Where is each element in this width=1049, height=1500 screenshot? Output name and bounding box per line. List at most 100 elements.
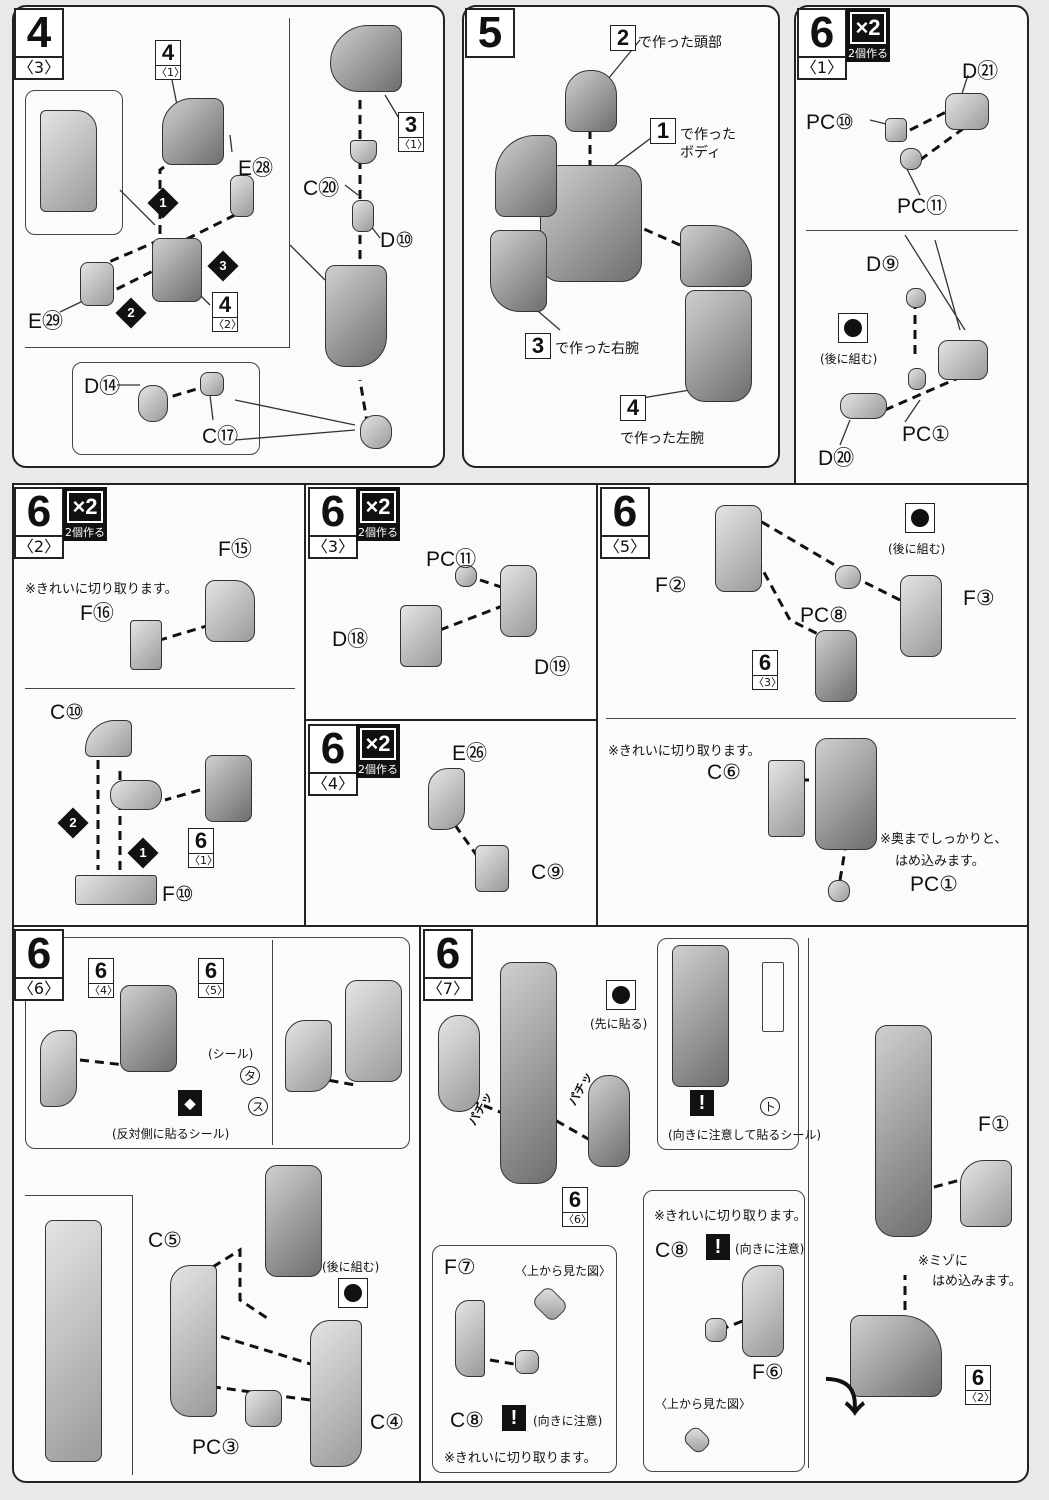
part-shape: [715, 505, 762, 592]
sticker-su: ス: [248, 1097, 269, 1116]
part-shape: [672, 945, 729, 1087]
sticker-to: ト: [760, 1097, 781, 1116]
part-shape: [428, 768, 465, 830]
part-shape: [310, 1320, 362, 1467]
part-shape: [565, 70, 617, 132]
make-count: 2個作る: [358, 526, 398, 539]
marker-number: 2: [69, 815, 77, 830]
part-label: E㉙: [28, 310, 64, 333]
part-label: PC①: [902, 423, 950, 446]
step-header: 4〈3〉: [14, 8, 64, 80]
ref-number: 6: [966, 1366, 990, 1391]
assemble-later-icon: [338, 1278, 368, 1308]
part-shape: [162, 98, 224, 165]
apply-first-icon: [606, 980, 636, 1010]
subassembly-frame: [25, 688, 295, 690]
ref-number: 6: [89, 959, 113, 984]
part-label: C⑰: [202, 425, 239, 448]
ref-sub: 〈3〉: [753, 676, 782, 689]
cut-note: ※きれいに切り取ります。: [608, 744, 761, 759]
part-shape: [906, 288, 926, 308]
orientation-note: (向きに注意): [533, 1414, 603, 1428]
part-label: PC③: [192, 1436, 240, 1459]
part-shape: [705, 1318, 727, 1342]
detail-inset: [25, 90, 123, 235]
part-label: C⑧: [450, 1409, 484, 1432]
top-view-label: 〈上から見た図〉: [655, 1397, 752, 1411]
ref-sub: 〈6〉: [563, 1213, 592, 1226]
part-shape: [828, 880, 850, 902]
multiplier: ×2: [360, 728, 396, 760]
part-label: F⑥: [752, 1361, 784, 1384]
assemble-later-icon: [838, 313, 868, 343]
insert-note: ※奥までしっかりと、: [880, 832, 1008, 847]
step-header: 6〈5〉: [600, 487, 650, 559]
part-shape: [130, 620, 162, 670]
part-shape: [205, 755, 252, 822]
row-2-panel: [12, 483, 1029, 927]
ref-box: 6〈2〉: [965, 1365, 995, 1405]
rotate-arrow-icon: ⤵: [825, 1375, 865, 1421]
subassembly-frame: [25, 18, 290, 348]
step-number: 6: [602, 489, 648, 537]
part-shape: [230, 175, 254, 217]
part-label: F③: [963, 587, 995, 610]
part-shape: [475, 845, 509, 892]
part-shape: [345, 980, 402, 1082]
part-label: E㉖: [452, 742, 488, 765]
make-count: 2個作る: [848, 47, 888, 60]
ref-box: 4〈1〉: [155, 40, 185, 80]
part-shape: [138, 385, 168, 422]
ref-number: 4: [156, 41, 180, 66]
part-label: F⑩: [162, 883, 194, 906]
part-shape: [110, 780, 162, 810]
step-sub: 〈3〉: [311, 537, 355, 556]
ref-box: 4〈2〉: [212, 292, 242, 332]
ref-box: 6〈1〉: [188, 828, 218, 868]
step-sub: 〈5〉: [603, 537, 647, 556]
sticker-heading: (シール): [208, 1047, 254, 1061]
detail-inset: [72, 362, 260, 455]
part-label: D⑱: [332, 628, 369, 651]
marker-number: 1: [159, 195, 167, 210]
detail-inset: [432, 1245, 617, 1473]
ref-sub: 〈1〉: [189, 854, 218, 867]
part-shape: [840, 393, 887, 419]
part-shape: [45, 1220, 102, 1462]
part-shape: [152, 238, 202, 302]
part-shape: [685, 290, 752, 402]
step-sub: 〈4〉: [311, 774, 355, 793]
part-shape: [265, 1165, 322, 1277]
step-sub: 〈7〉: [426, 979, 470, 998]
part-label: E㉘: [238, 157, 274, 180]
ref-sub: 〈4〉: [89, 984, 118, 997]
part-shape: [40, 110, 97, 212]
part-shape: [120, 985, 177, 1072]
step-sub: 〈3〉: [17, 58, 61, 77]
ref-number: 4: [626, 395, 640, 420]
ref-box: 6〈5〉: [198, 958, 228, 998]
multiplier: ×2: [850, 12, 886, 44]
step-number: 4: [16, 10, 62, 58]
ref-number: 4: [213, 293, 237, 318]
detail-inset: [25, 1195, 133, 1475]
part-label: F⑦: [444, 1256, 476, 1279]
step-number: 6: [425, 931, 471, 979]
part-shape: [945, 93, 989, 130]
step-header: 6〈6〉: [14, 929, 64, 1001]
ref-number: 1: [656, 118, 670, 143]
step-header: 6〈4〉: [308, 724, 358, 796]
part-label: D⑩: [380, 229, 414, 252]
part-shape: [815, 738, 877, 850]
assemble-later-note: (後に組む): [820, 352, 878, 366]
ref-caption: で作った左腕: [620, 431, 704, 447]
step-marker: 1: [147, 187, 179, 219]
part-label: C⑳: [303, 177, 340, 200]
part-shape: [400, 605, 442, 667]
quantity-badge: ×2 2個作る: [846, 8, 890, 62]
assemble-later-note: (後に組む): [888, 542, 946, 556]
ref-number: 6: [199, 959, 223, 984]
part-shape: [352, 200, 374, 232]
part-shape: [170, 1265, 217, 1417]
